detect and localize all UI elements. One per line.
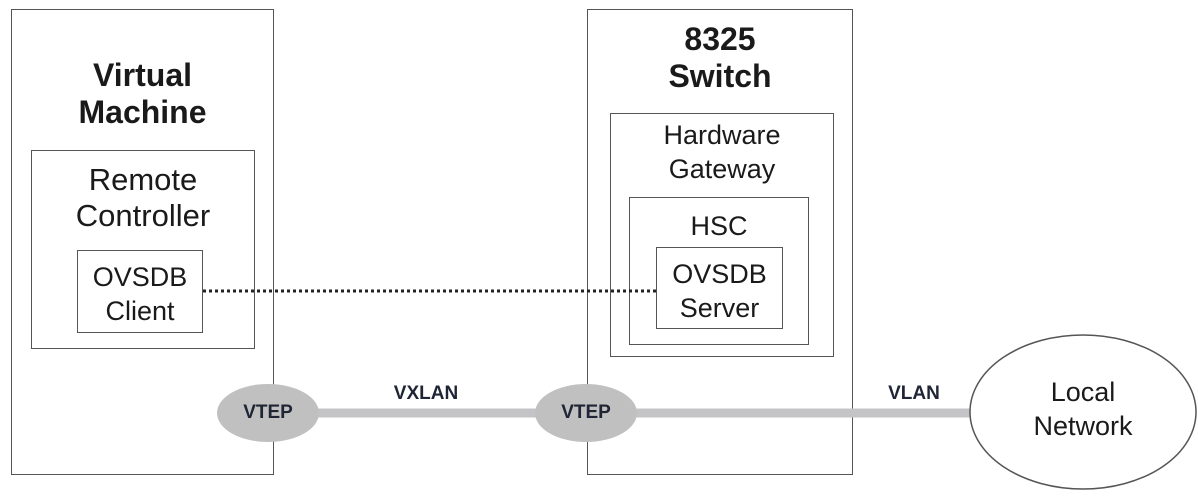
vtep-left-node xyxy=(217,384,319,442)
vlan-label: VLAN xyxy=(888,383,940,404)
ovsdb-client-box xyxy=(77,250,203,333)
vxlan-label: VXLAN xyxy=(393,383,459,404)
virtual-machine-title: Virtual Machine xyxy=(78,57,207,130)
vtep-right-label: VTEP xyxy=(561,402,611,423)
ovsdb-client-label: OVSDB Client xyxy=(92,262,188,326)
ovsdb-server-label: OVSDB Server xyxy=(672,259,767,323)
remote-controller-label: Remote Controller xyxy=(75,162,211,233)
local-network-node xyxy=(969,334,1197,490)
switch-title: 8325 Switch xyxy=(668,21,772,94)
local-network-label: Local Network xyxy=(1033,377,1133,441)
ovsdb-server-box xyxy=(656,247,783,329)
vtep-left-label: VTEP xyxy=(243,402,293,423)
hardware-gateway-label: Hardware Gateway xyxy=(663,120,781,184)
hsc-label: HSC xyxy=(690,211,748,241)
vtep-right-node xyxy=(535,384,637,442)
